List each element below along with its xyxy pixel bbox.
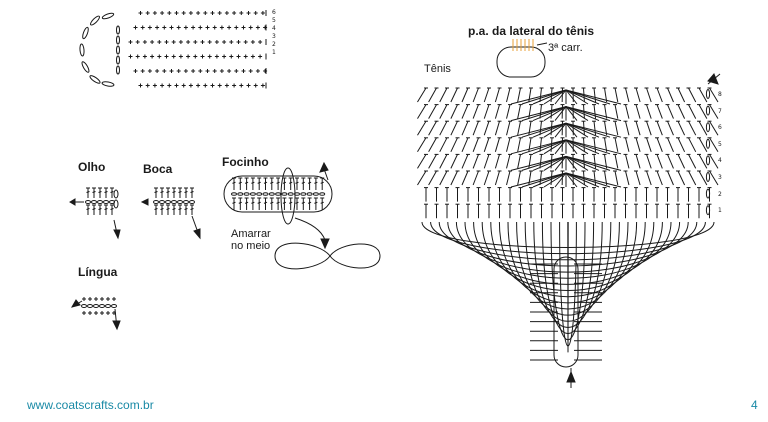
- shoe-row-note: 3ª carr.: [548, 42, 583, 54]
- row-number: 4: [718, 157, 722, 165]
- page-number: 4: [751, 398, 758, 412]
- shoe-label-tenis: Tênis: [424, 63, 451, 75]
- top-chart-row-numbers: 6 5 4 3 2 1: [272, 9, 276, 57]
- footer-website-link[interactable]: www.coatscrafts.com.br: [27, 398, 154, 412]
- row-number: 5: [272, 17, 276, 24]
- row-number: 1: [718, 207, 722, 215]
- lingua-chart: [70, 297, 121, 331]
- shoe-row-numbers: 8 7 6 5 4 3 2 1: [718, 91, 722, 224]
- row-number: 6: [272, 9, 276, 16]
- focinho-chart: [223, 161, 381, 270]
- shoe-chart: [417, 73, 721, 388]
- row-number: 7: [718, 107, 722, 115]
- row-number: 3: [272, 33, 276, 40]
- diagram-label-boca: Boca: [143, 162, 173, 176]
- diagram-label-lingua: Língua: [78, 265, 118, 279]
- row-number: 6: [718, 124, 722, 132]
- row-number: 5: [718, 140, 722, 148]
- diagram-label-olho: Olho: [78, 160, 106, 174]
- row-number: 2: [272, 41, 276, 48]
- top-crochet-chart: [79, 10, 268, 89]
- boca-chart: [140, 187, 201, 240]
- row-number: 3: [718, 173, 722, 181]
- diagram-label-focinho: Focinho: [222, 155, 269, 169]
- olho-chart: [69, 187, 121, 240]
- shoe-side-mini: [496, 39, 548, 78]
- amarrar-note: Amarrar no meio: [231, 228, 271, 252]
- shoe-title: p.a. da lateral do tênis: [468, 24, 595, 38]
- row-number: 8: [718, 91, 722, 98]
- row-number: 2: [718, 190, 722, 198]
- row-number: 1: [272, 49, 276, 56]
- row-number: 4: [272, 25, 276, 32]
